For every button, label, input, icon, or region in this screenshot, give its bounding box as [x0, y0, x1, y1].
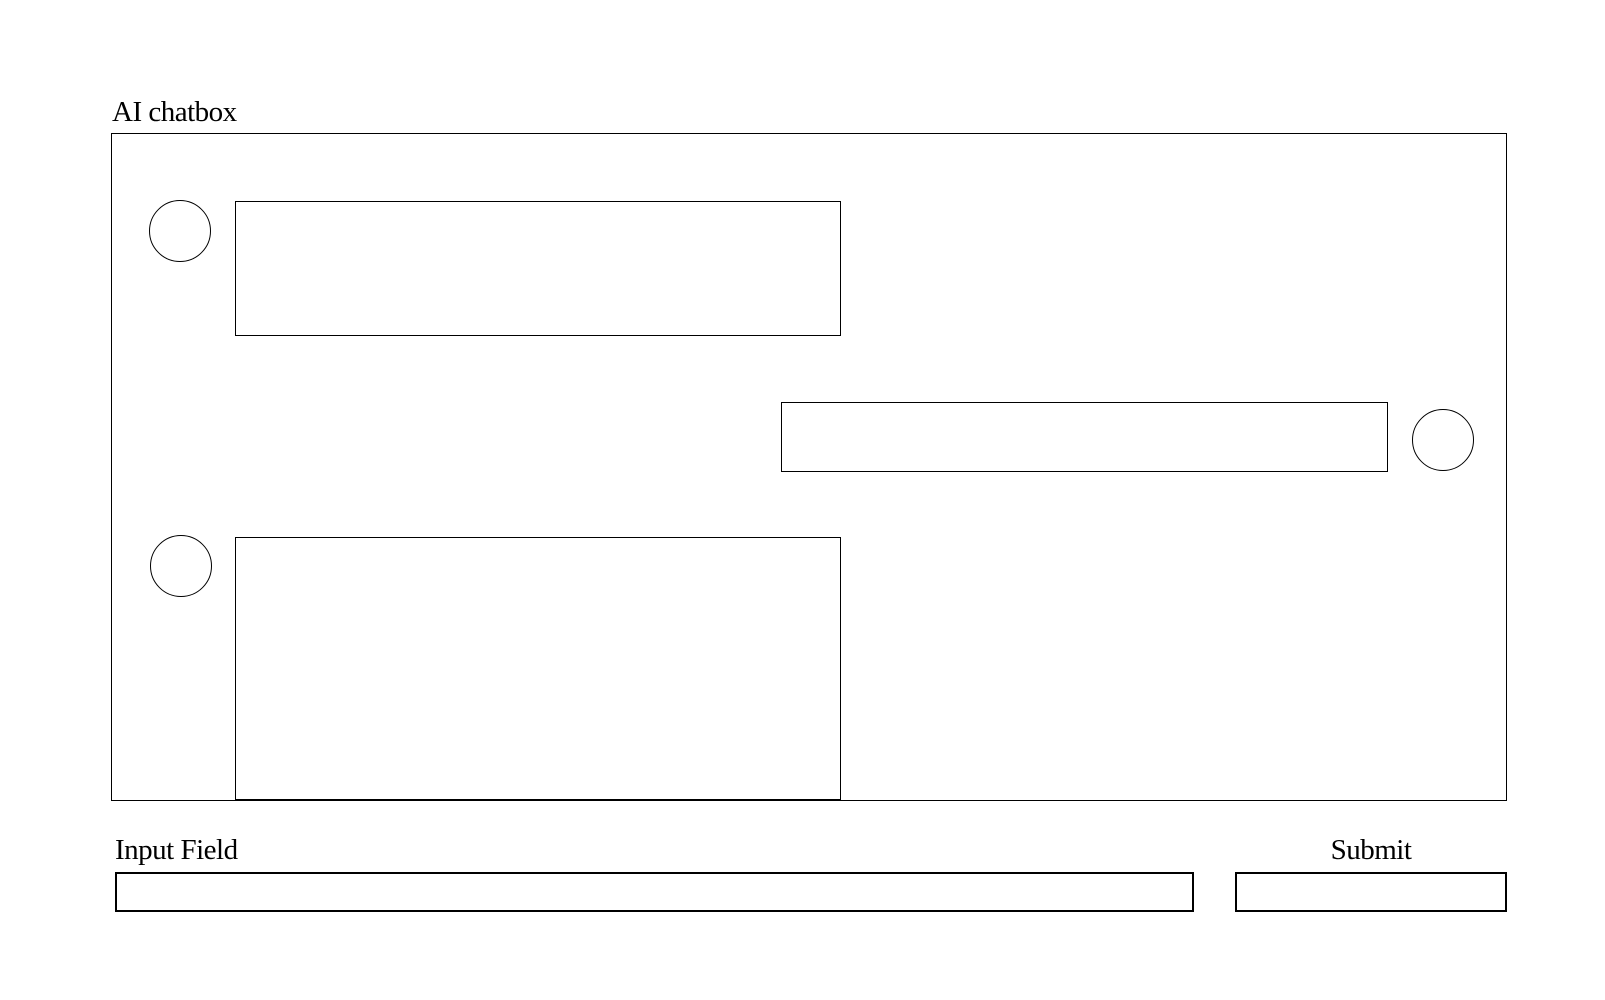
input-field-label: Input Field	[115, 834, 238, 866]
submit-button-label: Submit	[1330, 834, 1412, 866]
submit-button[interactable]	[1235, 872, 1507, 912]
assistant-message-placeholder	[235, 201, 841, 336]
assistant-message-placeholder	[235, 537, 841, 800]
user-avatar	[1412, 409, 1474, 471]
chat-container	[111, 133, 1507, 801]
assistant-avatar	[149, 200, 211, 262]
chatbox-title: AI chatbox	[112, 96, 237, 128]
user-message-placeholder	[781, 402, 1388, 472]
message-input[interactable]	[115, 872, 1194, 912]
assistant-avatar	[150, 535, 212, 597]
